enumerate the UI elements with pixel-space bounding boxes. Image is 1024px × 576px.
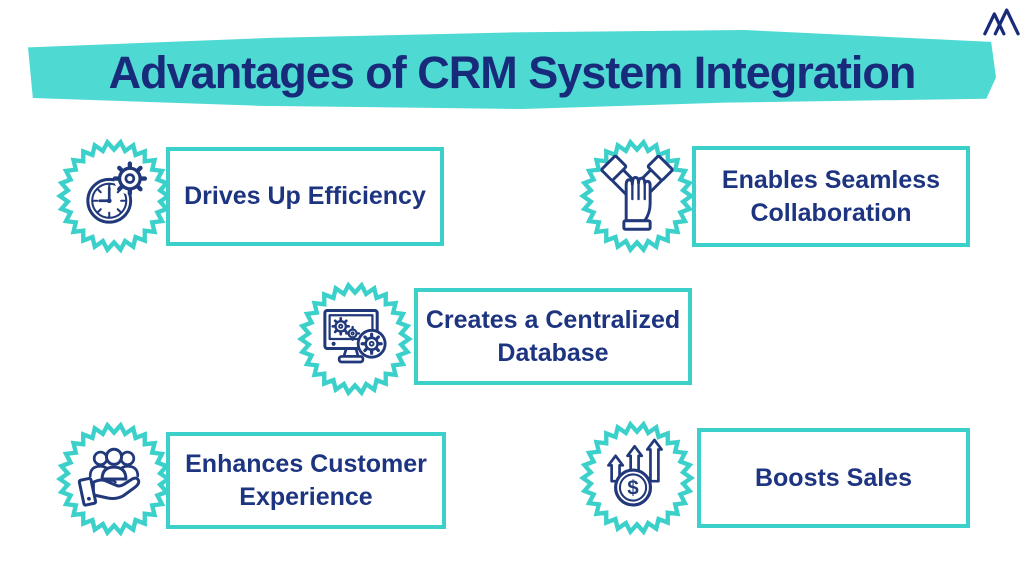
- customers-in-hand-icon: [56, 421, 172, 537]
- svg-text:$: $: [627, 477, 639, 500]
- advantage-label-box-efficiency: Drives Up Efficiency: [166, 147, 444, 246]
- mountain-peaks-logo-icon: [983, 8, 1020, 36]
- advantage-label-box-database: Creates a Centralized Database: [414, 288, 692, 385]
- clock-gear-icon: [56, 138, 172, 254]
- teamwork-hands-icon: [579, 138, 695, 254]
- advantage-label: Enhances Customer Experience: [185, 450, 427, 511]
- advantage-label-box-sales: Boosts Sales: [697, 428, 970, 528]
- advantage-label-box-collaboration: Enables Seamless Collaboration: [692, 146, 970, 247]
- advantage-label: Boosts Sales: [754, 463, 912, 492]
- title-highlight: Advantages of CRM System Integration: [28, 30, 996, 109]
- advantage-label: Enables Seamless Collaboration: [721, 166, 941, 227]
- page-title: Advantages of CRM System Integration: [108, 46, 917, 98]
- advantage-label: Drives Up Efficiency: [184, 182, 426, 211]
- advantage-label-box-customer-experience: Enhances Customer Experience: [166, 432, 446, 529]
- monitor-gears-icon: [297, 281, 413, 397]
- advantage-label: Creates a Centralized Database: [425, 306, 681, 367]
- sales-growth-icon: $: [579, 420, 695, 536]
